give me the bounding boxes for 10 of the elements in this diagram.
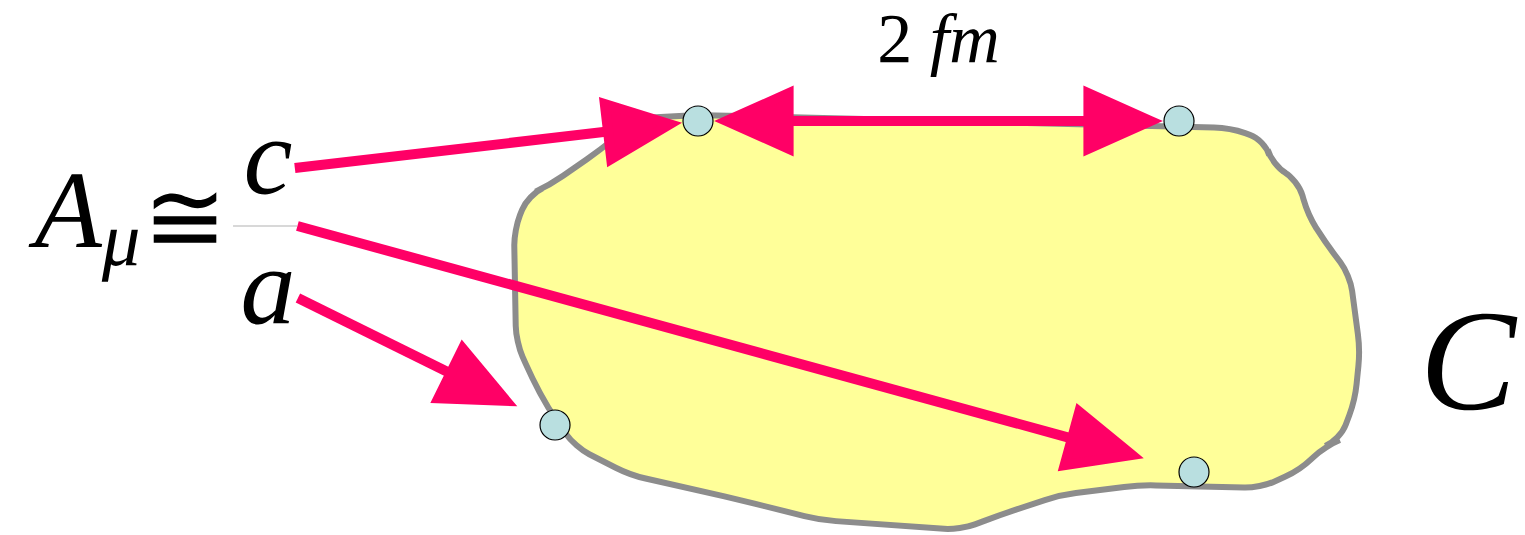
variable-label: a (243, 271, 292, 325)
point-marker (1178, 456, 1210, 488)
variable-label: c (247, 141, 292, 195)
dimension-label: 2 fm (875, 10, 1002, 80)
point-marker (1163, 105, 1195, 137)
symbol-label: ≅ (153, 192, 217, 243)
curve-label: C (1428, 313, 1518, 411)
point-marker (682, 105, 714, 137)
symbol-label: A$_{μ}$ (28, 174, 138, 282)
point-marker (539, 409, 571, 441)
